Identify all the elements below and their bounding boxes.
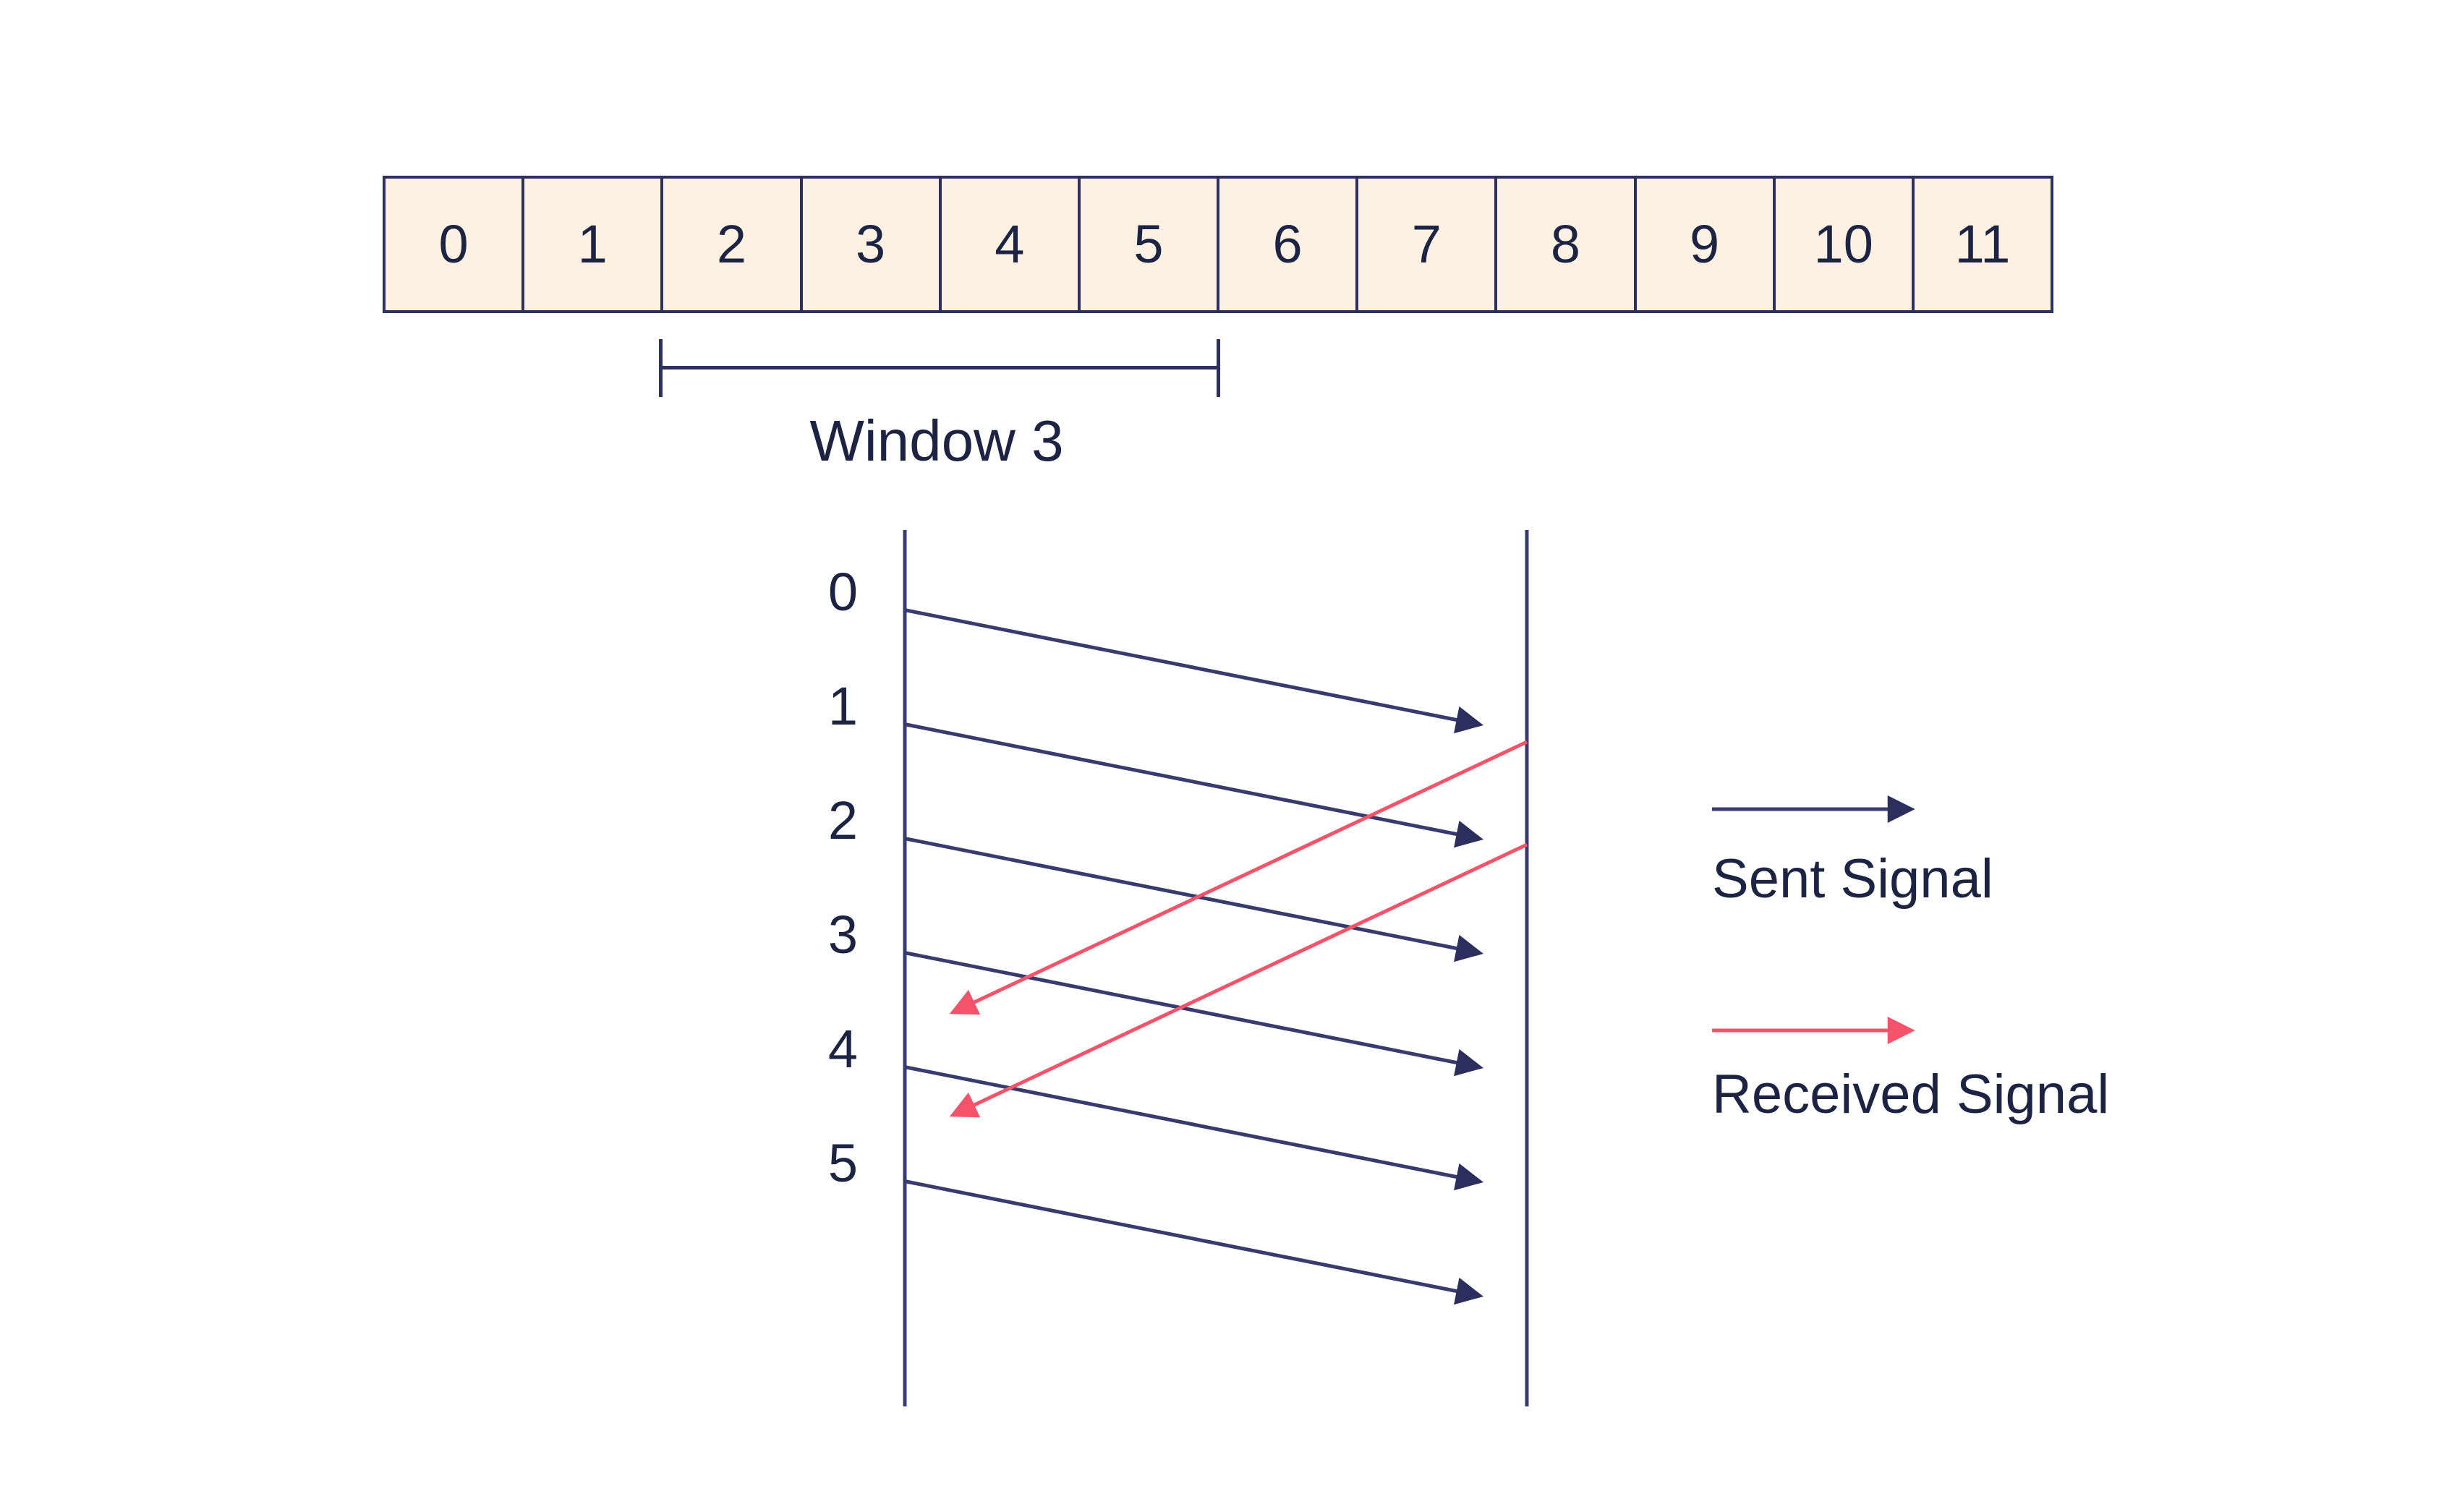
legend-sent-label: Sent Signal	[1712, 848, 1993, 910]
sender-tick-label-1: 1	[827, 676, 858, 736]
window-size-label: Window 3	[809, 409, 1064, 473]
sent-arrow-2	[906, 837, 1484, 962]
sender-tick-label-5: 5	[827, 1133, 858, 1193]
sender-tick-label-4: 4	[827, 1019, 858, 1079]
window-bracket-right-tick	[1217, 339, 1220, 397]
sender-tick-label-2: 2	[827, 790, 858, 850]
sequence-box: 9	[1633, 176, 1776, 313]
sequence-box: 8	[1494, 176, 1637, 313]
window-bracket-line	[659, 366, 1220, 370]
sequence-box: 6	[1217, 176, 1359, 313]
sequence-box: 11	[1911, 176, 2054, 313]
sequence-box: 1	[521, 176, 664, 313]
legend-received-label: Received Signal	[1712, 1064, 2110, 1125]
sequence-box: 3	[799, 176, 942, 313]
sequence-box: 5	[1077, 176, 1220, 313]
sent-arrow-4	[906, 1065, 1484, 1191]
sent-arrow-0	[906, 608, 1484, 734]
received-arrow-1	[949, 842, 1528, 1118]
sender-tick-label-3: 3	[827, 905, 858, 965]
received-arrow-0	[949, 740, 1528, 1015]
sent-arrow-5	[906, 1179, 1484, 1305]
sequence-box: 7	[1355, 176, 1498, 313]
sender-tick-label-0: 0	[827, 562, 858, 622]
sequence-box: 0	[383, 176, 525, 313]
sent-arrow-1	[906, 722, 1484, 848]
sequence-number-strip: 0 1 2 3 4 5 6 7 8 9 10 11	[383, 176, 2054, 313]
sequence-box: 4	[938, 176, 1081, 313]
